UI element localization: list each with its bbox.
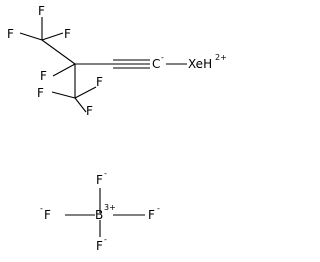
atom-boron: B (95, 208, 103, 222)
atom-f-lower-bottom: F (86, 104, 93, 118)
charge-borate-f-top: - (104, 169, 107, 178)
bond-c1-f-left (19, 32, 43, 41)
atom-f-lower-right: F (96, 75, 103, 89)
atom-xenon: XeH (188, 57, 212, 71)
bond-c4-f-left (51, 91, 76, 99)
atom-borate-f-top: F (96, 173, 103, 187)
atom-borate-f-bottom: F (96, 239, 103, 253)
chemical-structure-canvas: F F F F F F F C - XeH 2+ B 3+ F - - F F … (7, 4, 227, 253)
charge-carbanion: - (161, 53, 164, 62)
atom-f-middle: F (40, 69, 47, 83)
charge-borate-f-bottom: - (104, 235, 107, 244)
atom-f-lower-left: F (37, 86, 44, 100)
atom-borate-f-right: F (148, 208, 155, 222)
charge-xenon: 2+ (215, 53, 227, 62)
bond-c1-f-right (41, 32, 64, 41)
bond-c4-f-bottom (74, 97, 87, 113)
bond-c4-f-right (74, 86, 97, 99)
bond-c2-f (52, 63, 76, 77)
atom-borate-f-left: F (44, 208, 51, 222)
charge-boron: 3+ (104, 203, 116, 212)
bond-c1-c2 (41, 39, 76, 65)
charge-borate-f-left: - (40, 204, 43, 213)
tetrafluoroborate-anion: B 3+ F - - F F - F - (40, 169, 160, 253)
structure-drawing: F F F F F F F C - XeH 2+ B 3+ F - - F F … (7, 4, 227, 253)
atom-f-top-right: F (64, 27, 71, 41)
atom-f-top-left: F (7, 27, 14, 41)
charge-borate-f-right: - (157, 204, 160, 213)
xenonium-cation: F F F F F F F C - XeH 2+ (7, 4, 227, 118)
atom-f-top: F (38, 4, 45, 18)
atom-carbanion: C (152, 57, 160, 71)
